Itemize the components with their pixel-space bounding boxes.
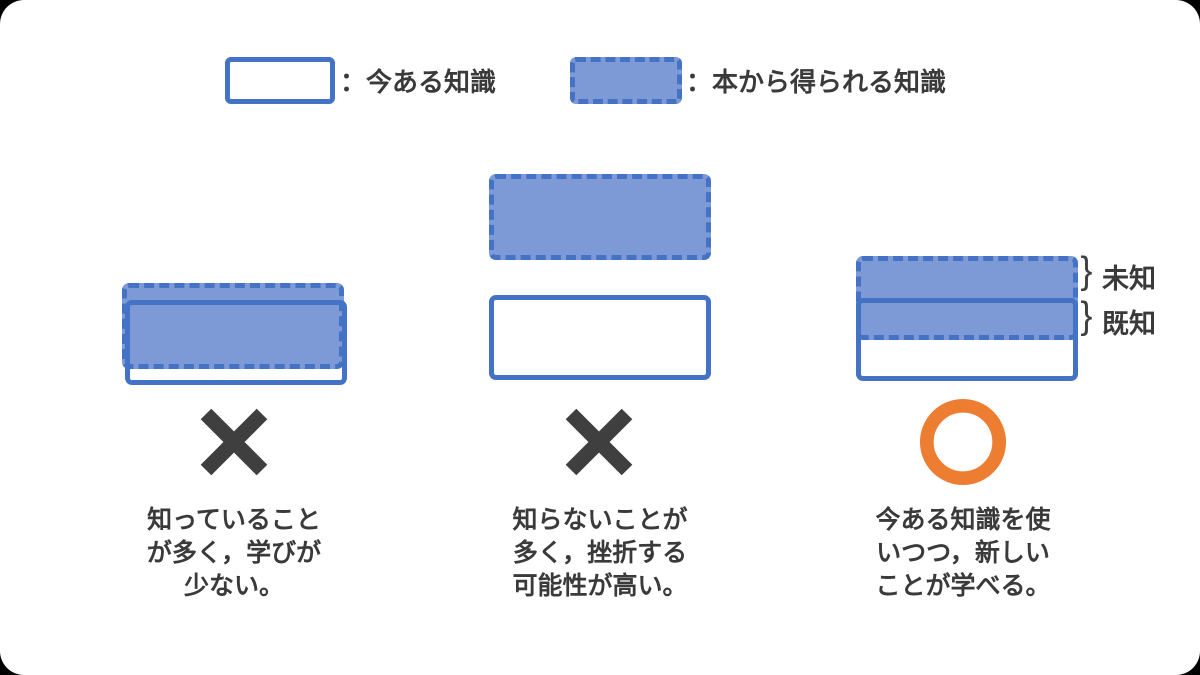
caption: 今ある知識を使 いつつ，新しい ことが学べる。 [823,504,1103,603]
caption: 知っていること が多く，学びが 少ない。 [94,504,374,603]
cross-icon [200,408,268,476]
caption-line: いつつ，新しい [876,539,1050,567]
legend-label-existing-knowledge: ：今ある知識 [340,67,497,97]
known-label: 既知 [1102,309,1156,339]
legend-swatch-book-knowledge [570,57,682,104]
legend-swatch-existing-knowledge [225,57,335,104]
caption-line: が多く，学びが [146,539,322,567]
caption-line: 可能性が高い。 [512,572,688,600]
caption-line: 知らないことが [512,506,688,534]
circle-icon [919,398,1007,486]
book-knowledge-rect [122,283,344,369]
caption-line: 多く，挫折する [512,539,688,567]
unknown-bracket-icon: } [1080,250,1093,292]
cross-icon [565,408,633,476]
caption-line: 今ある知識を使 [875,506,1051,534]
legend-label-book-knowledge: ：本から得られる知識 [686,67,947,97]
existing-knowledge-rect [856,298,1078,381]
caption: 知らないことが 多く，挫折する 可能性が高い。 [460,504,740,603]
caption-line: 少ない。 [183,572,284,600]
book-knowledge-rect [489,174,711,260]
known-bracket-icon: } [1080,295,1093,337]
existing-knowledge-rect [489,295,711,380]
caption-line: 知っていること [147,506,321,534]
existing-knowledge-rect [125,300,347,385]
caption-line: ことが学べる。 [875,572,1051,600]
unknown-label: 未知 [1102,264,1156,294]
